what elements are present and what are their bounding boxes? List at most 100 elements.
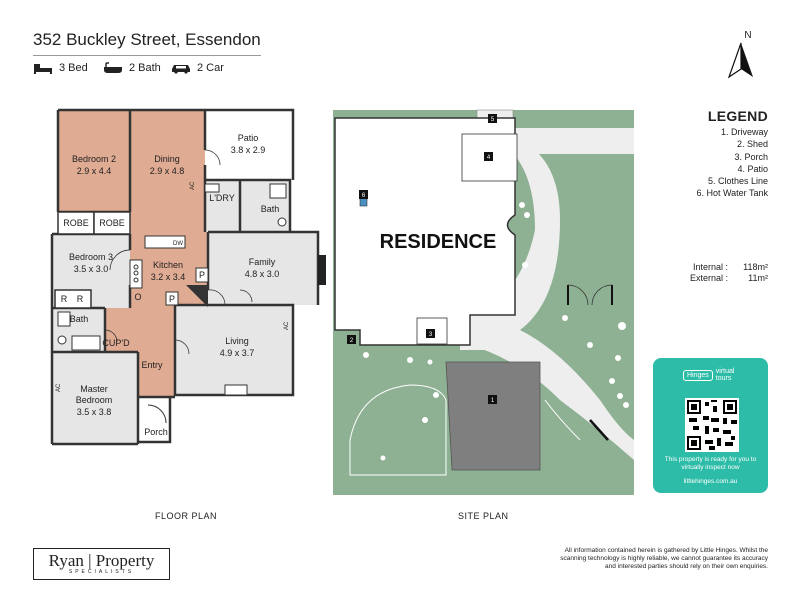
room-living-name: Living [225,336,249,346]
site-plan-caption: SITE PLAN [458,511,509,521]
site-driveway [445,361,541,471]
site-marker-1: 1 [491,398,495,404]
cupboard-label: CUP'D [102,338,130,348]
internal-area-value: 118m² [743,262,768,272]
agency-logo: Ryan | Property SPECIALISTS [33,548,170,580]
room-bath-name: Bath [261,204,280,214]
hinges-brand: Hinges [683,369,713,381]
room-bath2-name: Bath [70,314,89,324]
legend-item: 6. Hot Water Tank [696,188,768,199]
robe-label-1: ROBE [63,218,89,228]
site-marker-5: 5 [491,117,495,123]
ac-label-master: AC [56,383,62,392]
virtual-tours-label: virtual tours [716,368,735,382]
room-laundry-name: L'DRY [209,193,235,203]
car-icon [172,65,190,74]
dishwasher-label: DW [173,241,183,247]
qr-code-icon[interactable] [685,398,739,452]
site-marker-2: 2 [350,338,354,344]
virtual-tour-logo: Hinges virtual tours [683,368,734,382]
disclaimer-text: All information contained herein is gath… [560,547,768,570]
site-gate-1 [589,419,609,441]
room-family-dims: 4.8 x 3.0 [245,269,280,279]
entry-label: Entry [141,360,163,370]
agency-tagline: SPECIALISTS [68,569,135,575]
car-count: 2 Car [197,62,224,74]
site-shrubs [353,202,629,461]
agency-name: Ryan | Property [48,551,155,570]
legend-item: 3. Porch [734,151,768,162]
room-kitchen-name: Kitchen [153,260,183,270]
room-bedroom2-dims: 2.9 x 4.4 [77,166,112,176]
robe-label-2: ROBE [99,218,125,228]
legend-list: 1. Driveway 2. Shed 3. Porch 4. Patio 5.… [640,126,768,200]
robe-r-label-2: R [77,294,84,304]
site-porch [416,317,448,345]
ac-label-living: AC [284,321,290,330]
room-patio-name: Patio [238,133,259,143]
legend-title: LEGEND [707,108,768,124]
room-master-line1: Master [80,384,108,394]
fixtures [57,183,326,424]
virtual-tours-line2: tours [715,375,732,382]
legend-item: 2. Shed [736,139,768,150]
room-kitchen-dims: 3.2 x 3.4 [151,272,186,282]
virtual-tour-message: This property is ready for you to virtua… [664,456,757,471]
car-feature: 2 Car [171,62,224,74]
external-area-value: 11m² [748,273,768,283]
legend-item: 5. Clothes Line [707,176,768,187]
ac-label-dining: AC [190,181,196,190]
address-divider [33,55,261,56]
room-dining-name: Dining [154,154,180,164]
internal-area-row: Internal : 118m² [640,262,768,273]
legend-item: 1. Driveway [720,127,768,137]
room-master-line2: Bedroom [76,395,113,405]
agency-name-left: Ryan [48,551,84,570]
site-gate-2 [567,285,613,305]
floor-fills [52,110,318,444]
oven-label: O [134,292,141,302]
legend-item: 4. Patio [737,163,768,174]
room-bedroom3-dims: 3.5 x 3.0 [74,264,109,274]
area-summary: Internal : 118m² External : 11m² [640,262,768,284]
room-bedroom2-name: Bedroom 2 [72,154,116,164]
residence-label: RESIDENCE [380,231,497,253]
room-master-dims: 3.5 x 3.8 [77,407,112,417]
room-living-dims: 4.9 x 3.7 [220,348,255,358]
virtual-tour-card[interactable]: Hinges virtual tours This property is re… [653,358,768,493]
bath-icon [104,62,122,73]
site-plan: 1 2 3 4 5 6 RESIDENCE [333,109,634,495]
bed-feature: 3 Bed [33,62,88,74]
site-marker-6: 6 [362,193,366,199]
robe-units [54,211,131,309]
site-garden-edge [544,399,581,441]
room-dining-dims: 2.9 x 4.8 [150,166,185,176]
room-labels: Bedroom 2 2.9 x 4.4 Dining 2.9 x 4.8 Pat… [61,133,280,437]
bath-count: 2 Bath [129,62,161,74]
virtual-tour-url[interactable]: littlehinges.com.au [683,478,738,485]
north-label: N [744,30,752,41]
room-family-name: Family [249,257,276,267]
site-garden-bed [349,384,447,476]
north-arrow-icon [727,42,753,79]
site-gate-swing [567,284,613,306]
floor-plan: Bedroom 2 2.9 x 4.4 Dining 2.9 x 4.8 Pat… [50,108,326,446]
porch-label: Porch [144,427,168,437]
pantry-label-2: P [169,294,175,304]
bath-feature: 2 Bath [103,62,161,74]
bed-icon [34,64,52,74]
external-area-label: External : [689,273,728,283]
site-marker-3: 3 [429,332,433,338]
agency-name-right: Property [95,551,155,570]
robe-r-label-1: R [61,294,68,304]
north-compass: N [727,30,768,79]
site-markers: 1 2 3 4 5 6 [347,114,497,404]
pantry-label-1: P [199,270,205,280]
room-patio-dims: 3.8 x 2.9 [231,145,266,155]
site-side-path [515,128,634,154]
bed-count: 3 Bed [59,62,88,74]
door-swings [104,149,253,355]
external-area-row: External : 11m² [640,273,768,284]
room-bedroom3-name: Bedroom 3 [69,252,113,262]
internal-area-label: Internal : [692,262,728,272]
